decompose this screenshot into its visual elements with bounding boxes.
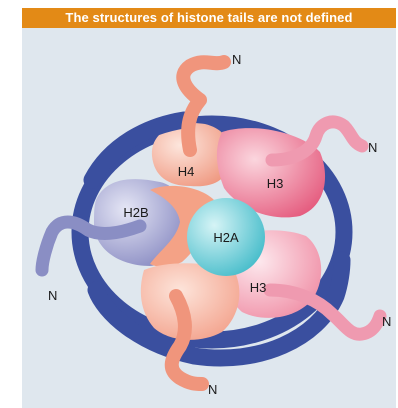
title-banner: The structures of histone tails are not … — [22, 8, 396, 28]
n-terminus-h4: N — [232, 52, 241, 67]
n-terminus-h3-top: N — [368, 140, 377, 155]
n-terminus-h2a: N — [208, 382, 217, 397]
label-h3-top: H3 — [267, 176, 284, 191]
label-h2a: H2A — [213, 230, 239, 245]
figure-title: The structures of histone tails are not … — [22, 10, 396, 25]
label-h4: H4 — [178, 164, 195, 179]
label-h2b: H2B — [123, 205, 148, 220]
n-terminus-h2b: N — [48, 288, 57, 303]
n-terminus-h3-bottom: N — [382, 314, 391, 329]
label-h3-bottom: H3 — [250, 280, 267, 295]
